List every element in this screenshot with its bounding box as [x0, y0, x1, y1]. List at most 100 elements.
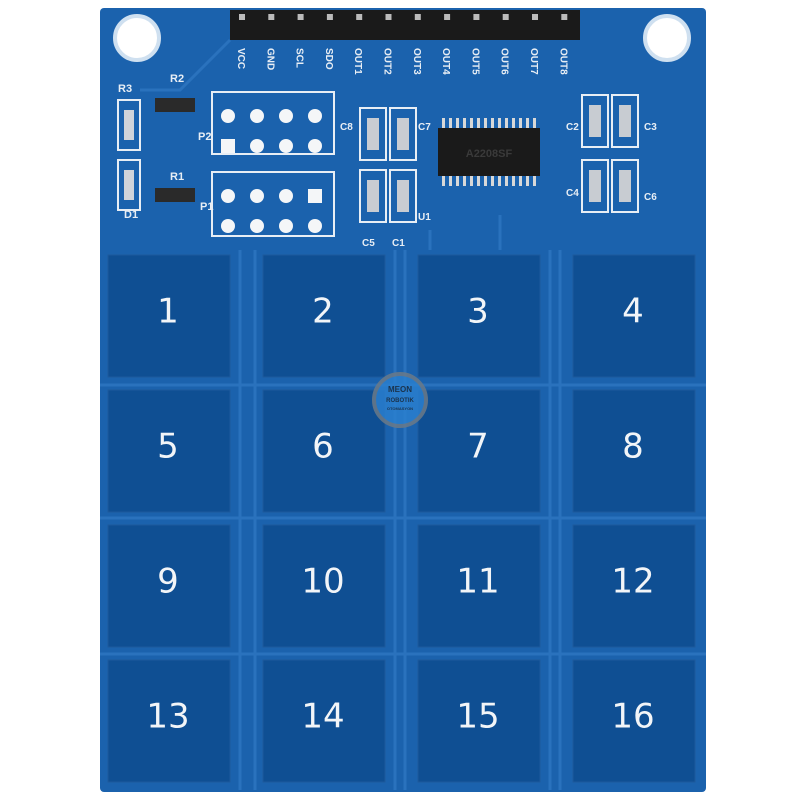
jumper-p2 [211, 91, 335, 155]
touch-key-pad[interactable] [262, 659, 386, 783]
key-number: 15 [456, 697, 499, 737]
chip-leg [442, 118, 445, 128]
chip-leg [526, 118, 529, 128]
touch-key-11[interactable]: 11 [417, 524, 541, 648]
label-d1: D1 [124, 209, 138, 221]
touch-key-pad[interactable] [107, 659, 231, 783]
key-number: 9 [157, 562, 179, 602]
resistor [124, 170, 134, 200]
chip-leg [463, 176, 466, 186]
chip-leg [463, 118, 466, 128]
touch-key-pad[interactable] [417, 254, 541, 378]
touch-key-16[interactable]: 16 [572, 659, 696, 783]
header-pin-label: OUT4 [440, 48, 451, 75]
touch-key-pad[interactable] [417, 524, 541, 648]
jumper-pad [308, 139, 322, 153]
key-number: 6 [312, 427, 334, 467]
label-r1: R1 [170, 171, 184, 183]
chip-leg [449, 176, 452, 186]
touch-key-12[interactable]: 12 [572, 524, 696, 648]
touch-key-2[interactable]: 2 [262, 254, 386, 378]
key-number: 16 [611, 697, 654, 737]
chip-leg [519, 118, 522, 128]
jumper-pad [250, 189, 264, 203]
chip-leg [484, 118, 487, 128]
header-pin [326, 14, 333, 20]
touch-key-13[interactable]: 13 [107, 659, 231, 783]
touch-key-pad[interactable] [417, 659, 541, 783]
key-number: 14 [301, 697, 344, 737]
label-p1: P1 [200, 201, 213, 213]
header-pin-label: OUT6 [499, 48, 510, 75]
chip-leg [477, 118, 480, 128]
jumper-pad [250, 219, 264, 233]
pin-header [230, 10, 580, 40]
header-pin [561, 14, 568, 20]
jumper-pad [308, 109, 322, 123]
key-number: 1 [157, 292, 179, 332]
header-pin-label: OUT8 [557, 48, 568, 75]
touch-key-pad[interactable] [572, 659, 696, 783]
touch-key-pad[interactable] [107, 524, 231, 648]
capacitor-outline [581, 159, 609, 213]
touch-key-7[interactable]: 7 [417, 389, 541, 513]
smd-components [117, 94, 639, 223]
touch-key-pad[interactable] [262, 389, 386, 513]
chip-leg [442, 176, 445, 186]
jumper-pad [221, 219, 235, 233]
jumper-pad [279, 139, 293, 153]
header-pin-label: OUT7 [528, 48, 539, 75]
touch-key-pad[interactable] [417, 389, 541, 513]
capacitor-outline [359, 169, 387, 223]
chip-leg [456, 176, 459, 186]
label-c1: C1 [392, 238, 405, 249]
jumper-pad [221, 189, 235, 203]
jumper-pad [279, 189, 293, 203]
key-number: 2 [312, 292, 334, 332]
mounting-holes [113, 14, 691, 62]
touch-key-pad[interactable] [107, 254, 231, 378]
chip-leg [484, 176, 487, 186]
touch-key-pad[interactable] [572, 254, 696, 378]
traces [100, 38, 706, 790]
touch-key-9[interactable]: 9 [107, 524, 231, 648]
touch-key-5[interactable]: 5 [107, 389, 231, 513]
touch-key-8[interactable]: 8 [572, 389, 696, 513]
header-pin [268, 14, 275, 20]
header-pin-label: SDO [323, 48, 334, 70]
touch-key-14[interactable]: 14 [262, 659, 386, 783]
svg-text:OTOMASYON: OTOMASYON [387, 406, 413, 411]
resistor-outline [117, 159, 141, 211]
header-pin-label: OUT5 [469, 48, 480, 75]
touch-key-pad[interactable] [572, 389, 696, 513]
header-pin-label: OUT1 [352, 48, 363, 75]
touch-key-pad[interactable] [572, 524, 696, 648]
key-number: 4 [622, 292, 644, 332]
capacitor [397, 118, 409, 150]
chip-leg [498, 118, 501, 128]
touch-key-3[interactable]: 3 [417, 254, 541, 378]
touch-key-10[interactable]: 10 [262, 524, 386, 648]
touch-key-15[interactable]: 15 [417, 659, 541, 783]
touch-key-pad[interactable] [107, 389, 231, 513]
resistor-outline [117, 99, 141, 151]
header-pins [239, 14, 568, 20]
touch-key-1[interactable]: 1 [107, 254, 231, 378]
capacitor-outline [359, 107, 387, 161]
jumper-pad [221, 139, 235, 153]
touch-key-pad[interactable] [262, 524, 386, 648]
label-r3: R3 [118, 83, 132, 95]
header-pin-label: SCL [294, 48, 305, 68]
touch-key-4[interactable]: 4 [572, 254, 696, 378]
capacitor-outline [389, 107, 417, 161]
touch-key-pad[interactable] [262, 254, 386, 378]
touch-key-6[interactable]: 6 [262, 389, 386, 513]
jumper-pad [308, 219, 322, 233]
chip-leg [498, 176, 501, 186]
capacitor-outline [611, 94, 639, 148]
header-pin [239, 14, 245, 20]
capacitor [367, 180, 379, 212]
header-pin [444, 14, 451, 20]
label-c7: C7 [418, 122, 431, 133]
chip-leg [491, 176, 494, 186]
